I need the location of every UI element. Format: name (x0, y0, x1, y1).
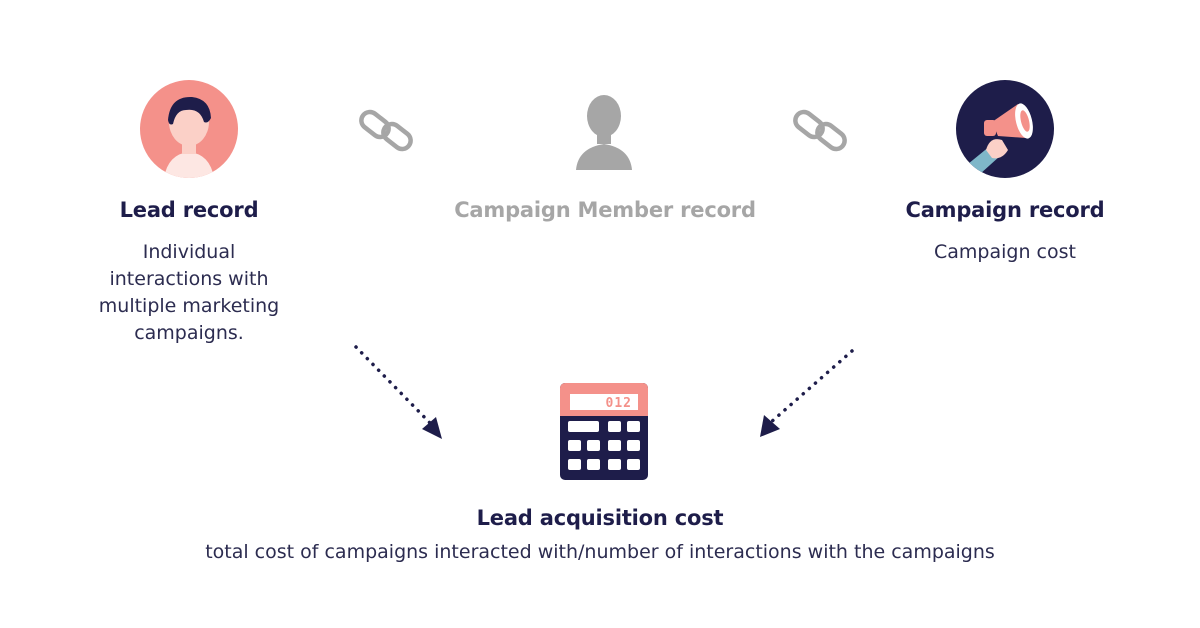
dotted-arrows (354, 345, 854, 439)
left-dotted-arrow (354, 345, 442, 439)
person-silhouette-icon (576, 95, 632, 170)
megaphone-icon (956, 80, 1054, 178)
lead-avatar-icon (140, 80, 238, 178)
lead-acquisition-cost-title: Lead acquisition cost (476, 506, 724, 530)
lead-acquisition-cost-formula: total cost of campaigns interacted with/… (205, 541, 995, 563)
campaign-record-title: Campaign record (905, 198, 1105, 222)
campaign-record-description: Campaign cost (934, 241, 1076, 263)
right-dotted-arrow (760, 349, 854, 437)
chain-link-icon (793, 109, 847, 152)
lead-record-title: Lead record (119, 198, 259, 222)
lead-record-description: Individual interactions with multiple ma… (98, 241, 280, 344)
calculator-display: 012 (606, 396, 632, 411)
campaign-member-record-title: Campaign Member record (454, 198, 756, 222)
chain-link-icon (359, 109, 413, 152)
calculator-icon: 012 (560, 383, 648, 480)
